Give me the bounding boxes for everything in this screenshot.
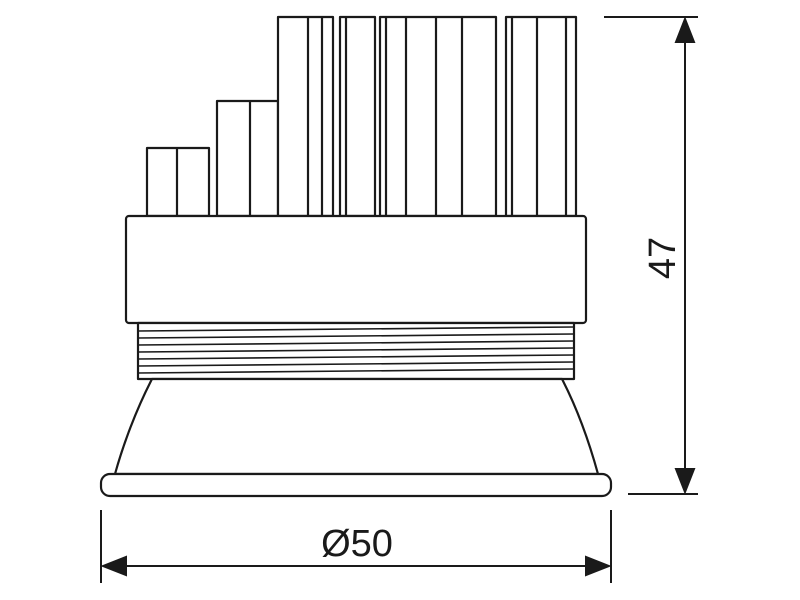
diameter-label: Ø50 (321, 523, 393, 565)
arrowhead-left-icon (100, 555, 127, 577)
led-downlight-module (99, 15, 613, 498)
heatsink-fins (145, 15, 578, 218)
fin (378, 15, 498, 218)
body-collar (124, 214, 588, 325)
fin (276, 15, 335, 218)
fin (215, 99, 280, 218)
thread-section (136, 321, 576, 381)
thread-lines (137, 326, 575, 374)
height-dimension (604, 16, 698, 495)
diameter-dimension (100, 510, 612, 583)
front-bezel (99, 472, 613, 498)
reflector-cone (113, 377, 600, 476)
arrowhead-up-icon (674, 16, 696, 43)
arrowhead-down-icon (674, 468, 696, 495)
arrowhead-right-icon (585, 555, 612, 577)
height-label: 47 (642, 237, 684, 279)
